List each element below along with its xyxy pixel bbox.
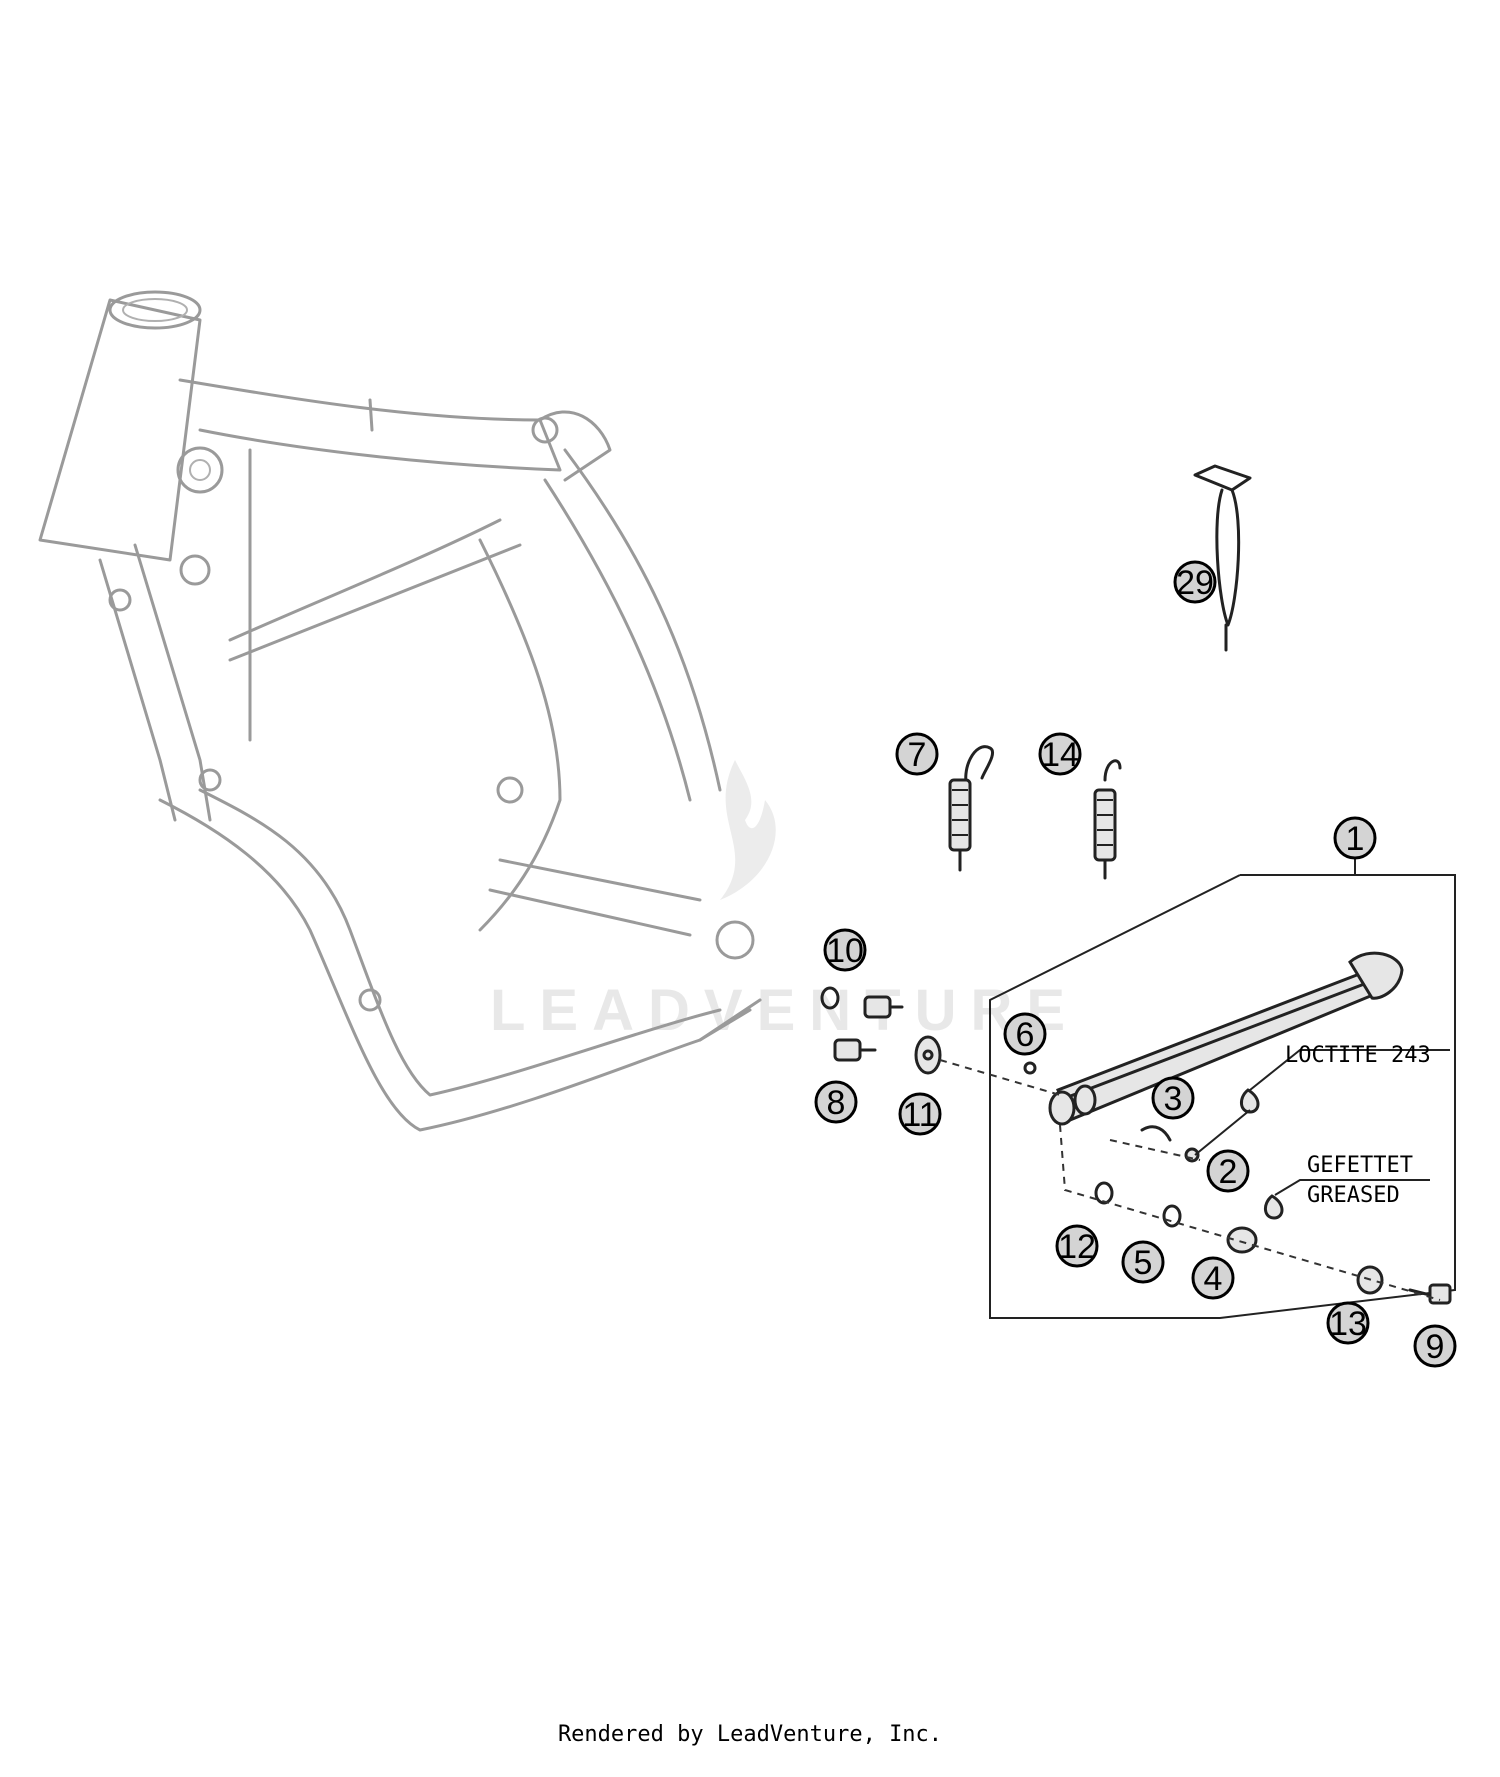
callout-2: 2	[1206, 1149, 1250, 1193]
svg-text:10: 10	[826, 932, 864, 970]
part-11-washer	[914, 1035, 942, 1075]
motorcycle-frame	[38, 290, 762, 1132]
svg-text:7: 7	[908, 736, 927, 774]
callout-10: 10	[823, 928, 867, 972]
leader-lines	[1194, 1049, 1450, 1196]
part-29-tool	[1193, 464, 1252, 652]
callout-7: 7	[895, 732, 939, 776]
watermark: LEADVENTURE	[490, 760, 1079, 1043]
part-8-bolt	[833, 1038, 877, 1062]
svg-text:6: 6	[1016, 1016, 1035, 1054]
callout-13: 13	[1326, 1301, 1370, 1345]
part-4-bushing	[1226, 1226, 1258, 1254]
grease-drop-icon	[1264, 1194, 1284, 1220]
part-6-pin	[1023, 1061, 1037, 1075]
svg-text:1: 1	[1346, 820, 1365, 858]
assembly-1-outline	[989, 858, 1456, 1319]
part-1-side-stand	[1048, 951, 1404, 1126]
svg-text:12: 12	[1058, 1228, 1096, 1266]
callout-29: 29	[1173, 560, 1217, 604]
note-gefettet: GEFETTET	[1307, 1153, 1413, 1178]
svg-text:13: 13	[1329, 1305, 1367, 1343]
assembly-axis	[939, 1059, 1441, 1301]
svg-text:5: 5	[1134, 1244, 1153, 1282]
svg-text:11: 11	[902, 1096, 937, 1134]
callout-6: 6	[1003, 1012, 1047, 1056]
callout-11: 11	[898, 1092, 942, 1136]
footer-credit: Rendered by LeadVenture, Inc.	[557, 1722, 943, 1747]
callout-12: 12	[1055, 1224, 1099, 1268]
part-10-bolt	[863, 995, 904, 1019]
part-12-ring	[1094, 1181, 1114, 1205]
part-5-ring	[1162, 1204, 1182, 1228]
callout-4: 4	[1191, 1256, 1235, 1300]
svg-text:2: 2	[1219, 1153, 1238, 1191]
svg-text:29: 29	[1176, 564, 1214, 602]
part-9-bolt	[1408, 1283, 1452, 1305]
svg-text:8: 8	[827, 1084, 846, 1122]
svg-text:14: 14	[1041, 736, 1079, 774]
callout-8: 8	[814, 1080, 858, 1124]
svg-text:3: 3	[1164, 1080, 1183, 1118]
part-7-spring	[948, 745, 995, 872]
loctite-drop-icon	[1240, 1088, 1260, 1114]
callout-1: 1	[1333, 816, 1377, 860]
callout-9: 9	[1413, 1324, 1457, 1368]
svg-text:4: 4	[1204, 1260, 1223, 1298]
part-14-spring	[1093, 759, 1122, 880]
part-10-ring	[820, 986, 840, 1010]
note-greased: GREASED	[1307, 1183, 1400, 1208]
note-loctite-243: LOCTITE 243	[1285, 1043, 1431, 1068]
callout-5: 5	[1121, 1240, 1165, 1284]
callout-14: 14	[1038, 732, 1082, 776]
part-3-spring-hook	[1140, 1125, 1172, 1142]
callout-3: 3	[1151, 1076, 1195, 1120]
watermark-flame-icon	[720, 760, 776, 900]
svg-text:9: 9	[1426, 1328, 1445, 1366]
watermark-text: LEADVENTURE	[490, 978, 1079, 1043]
